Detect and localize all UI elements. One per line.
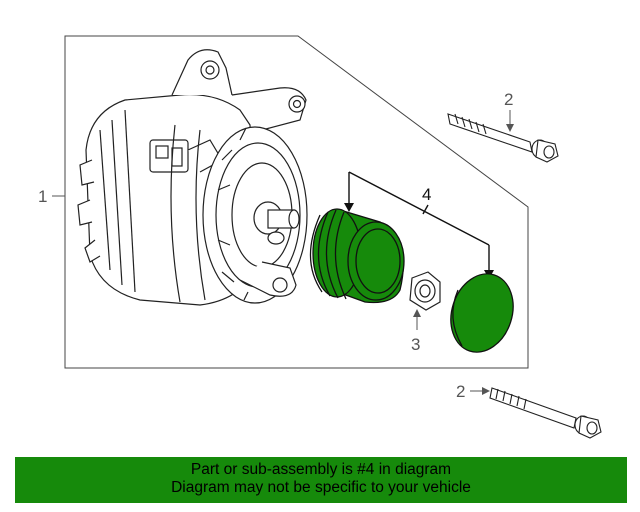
parts-diagram: 1 2 2 3 4 <box>38 35 602 439</box>
callout-label-1: 1 <box>38 187 48 206</box>
cap-highlighted <box>450 273 514 353</box>
callout-4-bracket <box>348 171 490 272</box>
bolt-upper <box>447 113 559 163</box>
callout-label-2-upper: 2 <box>504 90 514 109</box>
pulley-highlighted <box>309 208 405 304</box>
alternator <box>77 49 308 306</box>
banner-line-part: Part or sub-assembly is #4 in diagram <box>190 461 452 478</box>
banner-line-disclaimer: Diagram may not be specific to your vehi… <box>171 479 471 496</box>
arrow-to-pulley <box>344 203 354 212</box>
diagram-svg <box>52 35 602 439</box>
callout-label-2-lower: 2 <box>456 382 466 401</box>
callout-label-3: 3 <box>411 335 421 354</box>
nut <box>409 271 441 311</box>
callout-label-4: 4 <box>422 185 432 204</box>
group-outline <box>64 35 529 369</box>
bolt-lower <box>489 387 602 439</box>
info-banner: Part or sub-assembly is #4 in diagram Di… <box>15 457 627 503</box>
